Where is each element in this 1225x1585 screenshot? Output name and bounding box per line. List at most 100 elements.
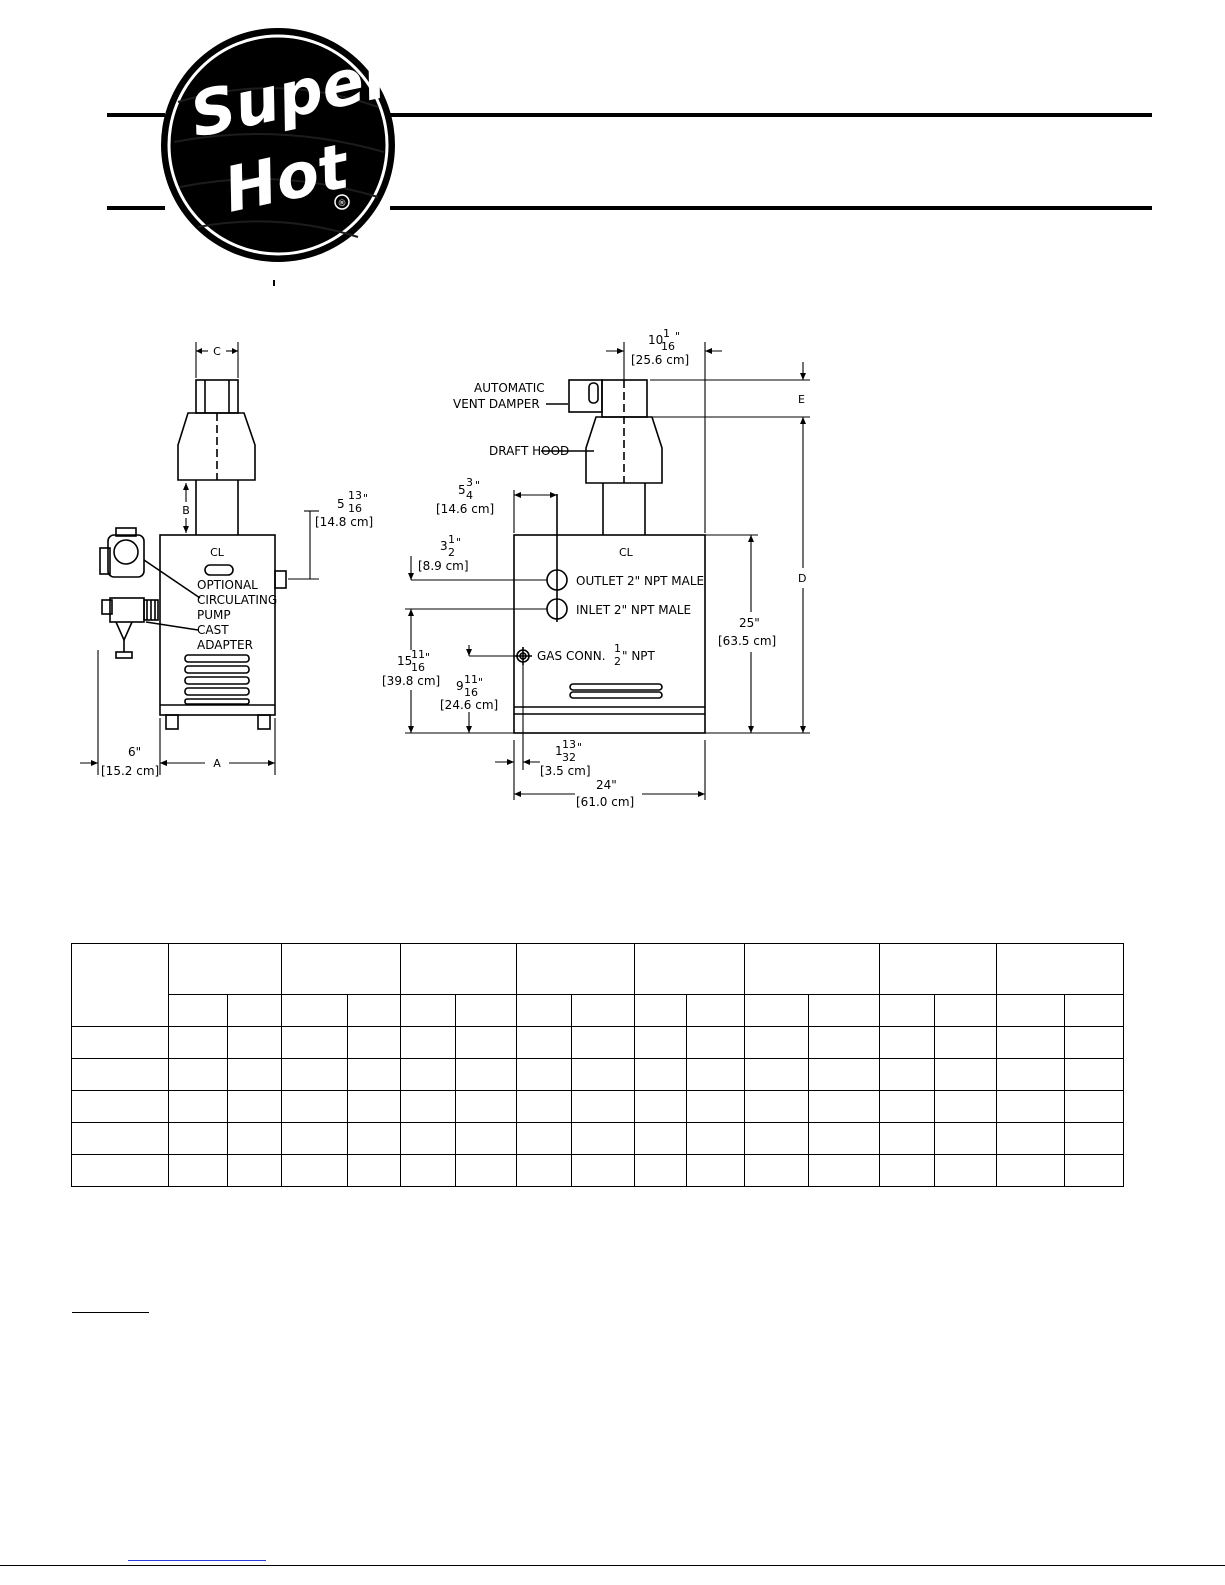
table-cell bbox=[400, 1026, 456, 1059]
table-group-header-cell bbox=[516, 943, 635, 995]
gas-connection-suffix: " NPT bbox=[622, 649, 656, 663]
inlet-height-whole: 15 bbox=[397, 654, 412, 668]
flue-offset-unit: " bbox=[675, 330, 680, 343]
table-cell bbox=[347, 1026, 401, 1059]
table-cell bbox=[455, 1154, 517, 1187]
table-cell bbox=[808, 1122, 880, 1155]
table-cell bbox=[400, 1090, 456, 1123]
table-cell bbox=[879, 1058, 935, 1091]
gas-side-metric: [3.5 cm] bbox=[540, 764, 591, 778]
table-cell bbox=[934, 1090, 997, 1123]
table-cell bbox=[571, 1122, 635, 1155]
footer-rule bbox=[0, 1565, 1225, 1566]
table-group-header-cell bbox=[879, 943, 997, 995]
table-subheader-cell bbox=[571, 994, 635, 1027]
table-group-header-cell bbox=[634, 943, 745, 995]
table-header-row bbox=[71, 943, 1124, 1027]
gas-side-num: 13 bbox=[562, 738, 576, 751]
callout-adapter-line-2: ADAPTER bbox=[197, 638, 253, 652]
damper-label-line-2: VENT DAMPER bbox=[453, 397, 540, 411]
depth-metric: [61.0 cm] bbox=[576, 795, 634, 809]
table-cell bbox=[634, 1026, 687, 1059]
table-subheader-cell bbox=[400, 994, 456, 1027]
table-cell bbox=[879, 1026, 935, 1059]
table-cell bbox=[634, 1090, 687, 1123]
table-cell bbox=[996, 1154, 1065, 1187]
table-cell bbox=[934, 1154, 997, 1187]
table-cell bbox=[71, 1026, 169, 1059]
table-cell bbox=[227, 1122, 282, 1155]
hood-offset-metric: [14.6 cm] bbox=[436, 502, 494, 516]
table-cell bbox=[347, 1058, 401, 1091]
table-cell bbox=[516, 1058, 572, 1091]
header-rule-bottom-right bbox=[390, 206, 1152, 210]
flue-offset-whole: 10 bbox=[648, 333, 663, 347]
table-cell bbox=[455, 1090, 517, 1123]
table-cell bbox=[686, 1154, 745, 1187]
side-centerline-mark: CL bbox=[619, 546, 634, 559]
table-cell bbox=[934, 1026, 997, 1059]
table-cell bbox=[455, 1026, 517, 1059]
dimension-table bbox=[71, 943, 1124, 1187]
table-cell bbox=[808, 1090, 880, 1123]
header-rule-top-left bbox=[107, 113, 165, 117]
side-offset-metric: [14.8 cm] bbox=[315, 515, 373, 529]
callout-adapter-line-1: CAST bbox=[197, 623, 229, 637]
outlet-connection-label: OUTLET 2" NPT MALE bbox=[576, 574, 704, 588]
hood-offset-den: 4 bbox=[466, 489, 473, 502]
table-subheader-cell bbox=[168, 994, 228, 1027]
table-cell bbox=[571, 1026, 635, 1059]
dim-c-label: C bbox=[213, 345, 221, 358]
table-cell bbox=[744, 1122, 809, 1155]
outlet-offset-metric: [8.9 cm] bbox=[418, 559, 469, 573]
gas-connection-num: 1 bbox=[614, 642, 621, 655]
table-cell bbox=[71, 1122, 169, 1155]
dim-d-label: D bbox=[798, 572, 806, 585]
hood-offset-whole: 5 bbox=[458, 483, 466, 497]
side-offset-num: 13 bbox=[348, 489, 362, 502]
table-cell bbox=[744, 1058, 809, 1091]
table-cell bbox=[934, 1058, 997, 1091]
table-group-header-cell bbox=[281, 943, 401, 995]
table-cell bbox=[71, 1090, 169, 1123]
table-cell bbox=[516, 1122, 572, 1155]
table-cell bbox=[227, 1090, 282, 1123]
table-cell bbox=[281, 1026, 348, 1059]
table-cell bbox=[808, 1154, 880, 1187]
footer-link-underline[interactable] bbox=[128, 1560, 266, 1561]
front-centerline-mark: CL bbox=[210, 546, 225, 559]
boiler-dimension-drawing: C B A CL 5 13 16 " [14.8 cm] 6" [15.2 cm… bbox=[80, 327, 810, 809]
table-subheader-cell bbox=[686, 994, 745, 1027]
table-cell bbox=[808, 1058, 880, 1091]
table-cell bbox=[634, 1122, 687, 1155]
outlet-offset-whole: 3 bbox=[440, 539, 448, 553]
height-metric: [63.5 cm] bbox=[718, 634, 776, 648]
table-cell bbox=[634, 1154, 687, 1187]
table-cell bbox=[168, 1122, 228, 1155]
table-subheader-cell bbox=[879, 994, 935, 1027]
gas-height-whole: 9 bbox=[456, 679, 464, 693]
dim-a-label: A bbox=[213, 757, 221, 770]
super-hot-logo: Super Hot ® bbox=[161, 28, 398, 286]
table-cell bbox=[996, 1090, 1065, 1123]
table-cell bbox=[168, 1154, 228, 1187]
table-row bbox=[71, 1026, 1124, 1059]
table-cell bbox=[1064, 1090, 1124, 1123]
dim-e-label: E bbox=[798, 393, 805, 406]
table-cell bbox=[879, 1090, 935, 1123]
callout-pump-line-2: CIRCULATING bbox=[197, 593, 277, 607]
table-subheader-cell bbox=[996, 994, 1065, 1027]
table-cell bbox=[455, 1058, 517, 1091]
header-rule-top-right bbox=[390, 113, 1152, 117]
table-cell bbox=[1064, 1026, 1124, 1059]
table-cell bbox=[455, 1122, 517, 1155]
gas-side-whole: 1 bbox=[555, 744, 563, 758]
left-offset-value: 6" bbox=[128, 745, 141, 759]
gas-side-unit: " bbox=[577, 741, 582, 754]
table-subheader-cell bbox=[455, 994, 517, 1027]
table-cell bbox=[634, 1058, 687, 1091]
table-cell bbox=[996, 1026, 1065, 1059]
table-subheader-cell bbox=[808, 994, 880, 1027]
table-cell bbox=[744, 1154, 809, 1187]
table-cell bbox=[879, 1122, 935, 1155]
